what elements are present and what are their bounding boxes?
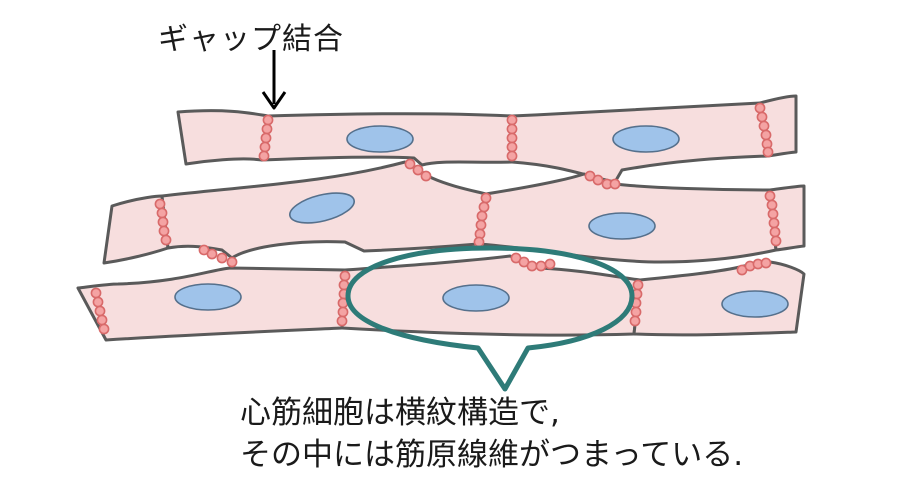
caption: 心筋細胞は横紋構造で, その中には筋原線維がつまっている. bbox=[240, 392, 743, 476]
arrow-down-icon bbox=[261, 50, 287, 110]
caption-line-2: その中には筋原線維がつまっている. bbox=[240, 437, 744, 473]
nucleus bbox=[721, 290, 789, 318]
nucleus bbox=[346, 125, 414, 153]
speech-bubble-callout bbox=[345, 245, 635, 392]
muscle-cell bbox=[176, 109, 270, 166]
nucleus bbox=[174, 283, 242, 311]
nucleus bbox=[289, 192, 355, 224]
cell-row-1 bbox=[176, 94, 798, 184]
gap-junction-label: ギャップ結合 bbox=[158, 22, 344, 57]
nucleus bbox=[442, 284, 510, 312]
nucleus bbox=[612, 125, 680, 153]
nucleus bbox=[588, 212, 656, 240]
cell-row-2 bbox=[102, 160, 806, 265]
cell-row-3 bbox=[76, 254, 806, 342]
caption-line-1: 心筋細胞は横紋構造で, bbox=[240, 395, 560, 431]
